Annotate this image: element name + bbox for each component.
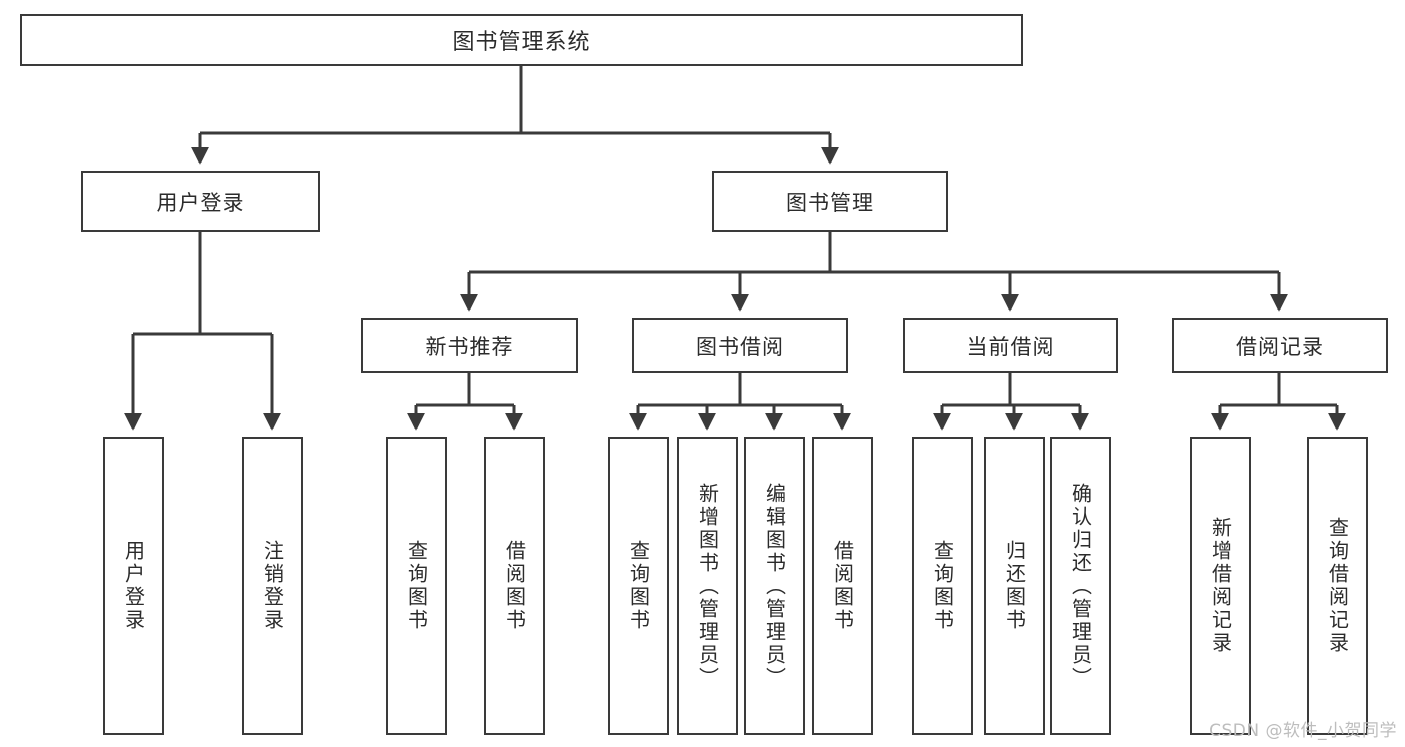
node-label: 用户登录 — [156, 190, 245, 215]
node-leaf-query-book-1[interactable]: 查询图书 — [386, 437, 447, 735]
node-leaf-edit-book[interactable]: 编辑图书（管理员） — [744, 437, 805, 735]
node-leaf-user-logout[interactable]: 注销登录 — [242, 437, 303, 735]
node-leaf-add-book[interactable]: 新增图书（管理员） — [677, 437, 738, 735]
node-label: 图书借阅 — [696, 334, 784, 359]
node-label: 编辑图书（管理员） — [762, 482, 787, 690]
node-label: 新增图书（管理员） — [695, 482, 720, 690]
node-label: 新书推荐 — [425, 334, 514, 359]
node-new-book-recommend[interactable]: 新书推荐 — [361, 318, 578, 373]
node-label: 查询图书 — [404, 540, 429, 632]
node-label: 借阅记录 — [1236, 334, 1324, 359]
watermark-text: CSDN @软件_小贺同学 — [1209, 721, 1397, 741]
node-label: 图书管理系统 — [452, 30, 591, 55]
node-leaf-query-book-3[interactable]: 查询图书 — [912, 437, 973, 735]
node-leaf-query-record[interactable]: 查询借阅记录 — [1307, 437, 1368, 735]
node-leaf-query-book-2[interactable]: 查询图书 — [608, 437, 669, 735]
node-current-borrow[interactable]: 当前借阅 — [903, 318, 1118, 373]
node-book-borrow[interactable]: 图书借阅 — [632, 318, 848, 373]
node-leaf-user-login[interactable]: 用户登录 — [103, 437, 164, 735]
node-label: 注销登录 — [260, 540, 285, 632]
node-label: 查询借阅记录 — [1325, 517, 1350, 655]
node-user-login[interactable]: 用户登录 — [81, 171, 320, 232]
node-label: 当前借阅 — [966, 334, 1055, 359]
node-root[interactable]: 图书管理系统 — [20, 14, 1023, 66]
node-label: 归还图书 — [1002, 540, 1027, 632]
node-book-manage[interactable]: 图书管理 — [712, 171, 948, 232]
node-label: 用户登录 — [121, 540, 146, 632]
node-label: 查询图书 — [626, 540, 651, 632]
node-label: 借阅图书 — [830, 540, 855, 632]
node-label: 确认归还（管理员） — [1068, 482, 1093, 690]
node-label: 借阅图书 — [502, 540, 527, 632]
node-leaf-add-record[interactable]: 新增借阅记录 — [1190, 437, 1251, 735]
node-leaf-confirm-return[interactable]: 确认归还（管理员） — [1050, 437, 1111, 735]
node-leaf-borrow-book-1[interactable]: 借阅图书 — [484, 437, 545, 735]
node-label: 图书管理 — [786, 190, 874, 215]
node-leaf-borrow-book-2[interactable]: 借阅图书 — [812, 437, 873, 735]
node-leaf-return-book[interactable]: 归还图书 — [984, 437, 1045, 735]
node-label: 新增借阅记录 — [1208, 517, 1233, 655]
node-borrow-record[interactable]: 借阅记录 — [1172, 318, 1388, 373]
node-label: 查询图书 — [930, 540, 955, 632]
